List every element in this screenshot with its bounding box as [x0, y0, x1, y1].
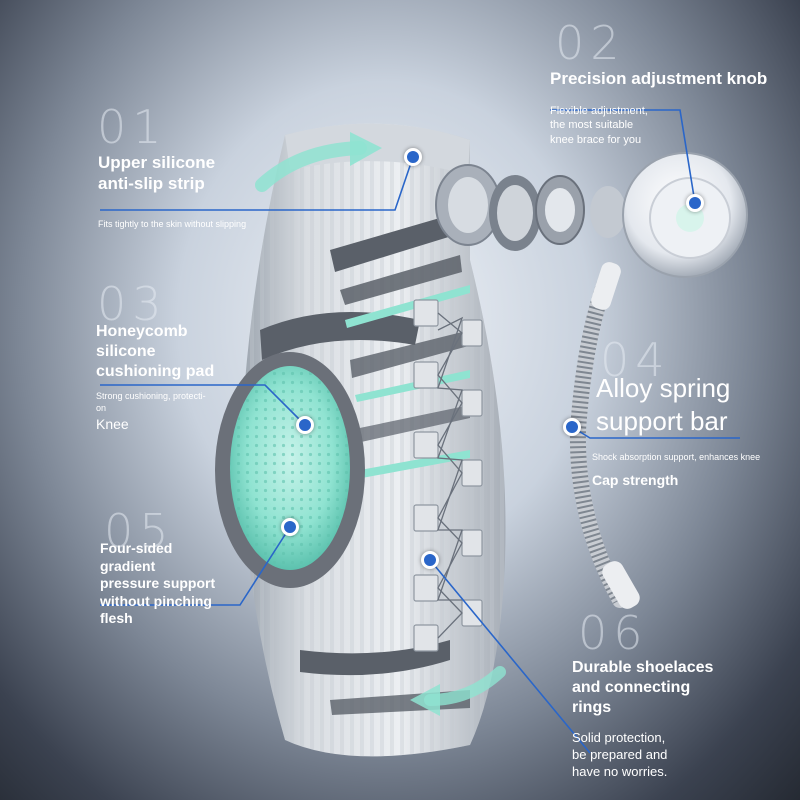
callout-title: Upper silicone anti-slip strip	[98, 153, 216, 194]
callout-title: Precision adjustment knob	[550, 69, 768, 88]
callout-description: Solid protection, be prepared and have n…	[572, 730, 668, 779]
brace-knob-icon	[435, 152, 748, 278]
marker-dot	[404, 148, 422, 166]
marker-dot	[421, 551, 439, 569]
callout-title: Honeycomb silicone cushioning pad	[96, 323, 215, 380]
callout-description: Strong cushioning, protecti- on	[96, 391, 206, 413]
callout-extra: Cap strength	[592, 472, 679, 488]
callout-title: Durable shoelaces and connecting rings	[572, 659, 714, 716]
wrap-arrow-top	[255, 141, 367, 192]
callout-extra: Knee	[96, 416, 129, 432]
marker-dot	[686, 194, 704, 212]
marker-dot	[296, 416, 314, 434]
marker-dot	[281, 518, 299, 536]
callout-description: Fits tightly to the skin without slippin…	[98, 219, 247, 229]
callout-number: 01	[97, 100, 168, 154]
marker-dot	[563, 418, 581, 436]
callout-number: 04	[600, 333, 671, 387]
callout-title: Four-sided gradient pressure support wit…	[100, 540, 216, 626]
callout-description: Shock absorption support, enhances knee	[592, 452, 761, 462]
shoelace	[437, 312, 464, 639]
callout-number: 05	[104, 504, 175, 558]
callout-number: 06	[578, 606, 649, 660]
callout-description: Flexible adjustment, the most suitable k…	[550, 105, 648, 146]
callout-title: Alloy spring support bar	[596, 373, 731, 436]
callout-number: 03	[97, 277, 168, 331]
callout-number: 02	[555, 16, 626, 70]
